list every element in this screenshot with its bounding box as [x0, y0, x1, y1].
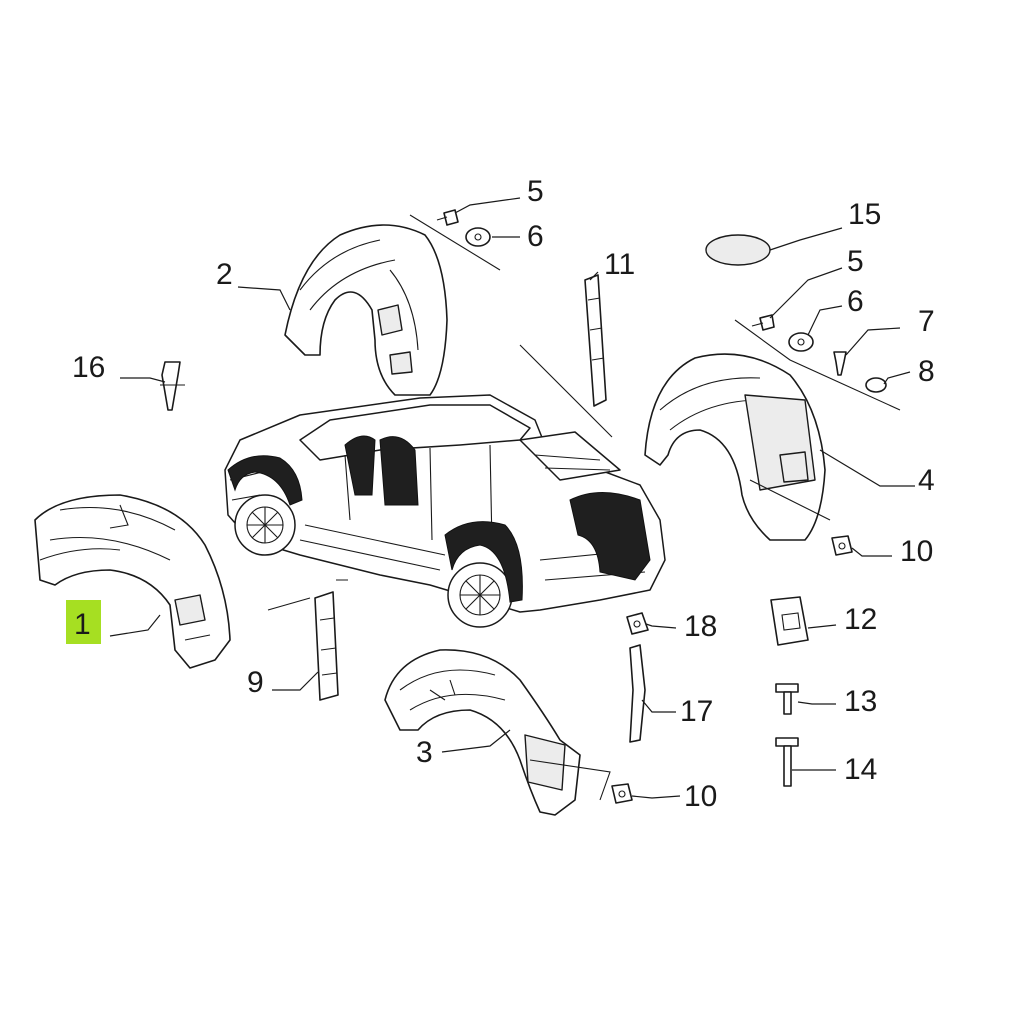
- callout-16[interactable]: 16: [72, 351, 106, 384]
- part-4-wheel-liner-right: [644, 353, 826, 541]
- part-17-strip: [629, 644, 646, 743]
- callout-5-right[interactable]: 5: [847, 245, 864, 278]
- callout-2[interactable]: 2: [216, 258, 233, 291]
- callout-3[interactable]: 3: [416, 736, 433, 769]
- callout-14[interactable]: 14: [844, 753, 878, 786]
- callout-8[interactable]: 8: [918, 355, 935, 388]
- callout-13[interactable]: 13: [844, 685, 878, 718]
- part-1-front-wheel-liner: [34, 494, 231, 669]
- callout-5-top[interactable]: 5: [527, 175, 544, 208]
- vehicle-illustration: [224, 394, 666, 628]
- callout-4[interactable]: 4: [918, 464, 935, 497]
- leader-lines: [109, 197, 915, 801]
- callout-12[interactable]: 12: [844, 603, 878, 636]
- callout-6-top[interactable]: 6: [527, 220, 544, 253]
- callout-6-right[interactable]: 6: [847, 285, 864, 318]
- part-2-wheel-liner-upper: [284, 224, 448, 396]
- callout-9[interactable]: 9: [247, 666, 264, 699]
- fasteners: [160, 209, 887, 804]
- part-3-wheel-liner-lower: [384, 649, 581, 816]
- callout-7[interactable]: 7: [918, 305, 935, 338]
- callout-10-right[interactable]: 10: [900, 535, 934, 568]
- callout-15[interactable]: 15: [848, 198, 882, 231]
- callout-10-bottom[interactable]: 10: [684, 780, 718, 813]
- callout-17[interactable]: 17: [680, 695, 714, 728]
- part-9-bracket: [314, 591, 339, 701]
- callout-1[interactable]: 1: [66, 600, 101, 644]
- callout-18[interactable]: 18: [684, 610, 718, 643]
- part-11-strip: [584, 274, 607, 407]
- callout-11[interactable]: 11: [604, 248, 636, 281]
